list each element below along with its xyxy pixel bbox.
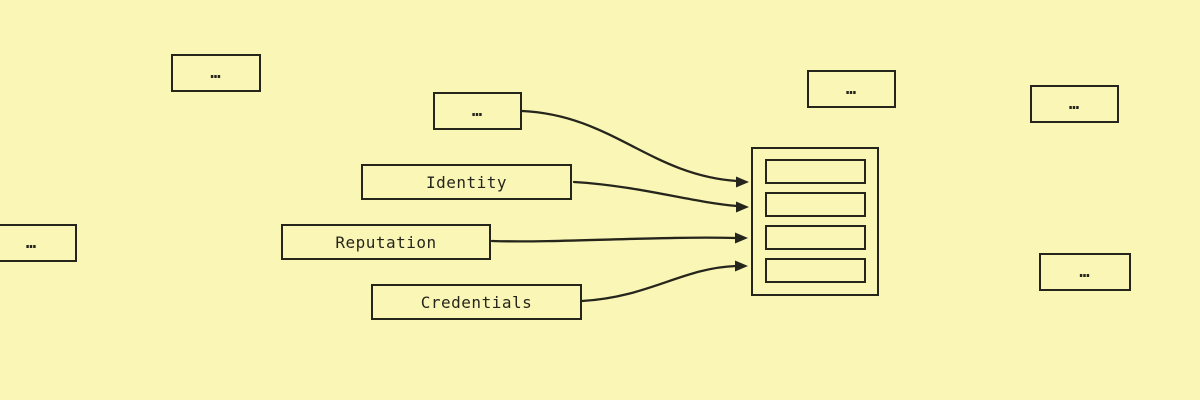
- aggregator-slot-2: [765, 192, 866, 217]
- node-ellipsis-bottom-right: …: [1039, 253, 1131, 291]
- arrowhead-icon: [735, 260, 748, 272]
- node-ellipsis-top-center: …: [807, 70, 896, 108]
- aggregator-slot-4: [765, 258, 866, 283]
- node-label: …: [1068, 94, 1081, 114]
- node-label: Credentials: [420, 292, 533, 312]
- node-label: …: [1079, 262, 1091, 282]
- node-credentials: Credentials: [371, 284, 582, 320]
- node-label: Reputation: [335, 232, 437, 252]
- node-reputation: Reputation: [281, 224, 491, 260]
- arrowhead-icon: [736, 201, 749, 213]
- arrow-ellipsis-to-slot1: [520, 109, 749, 188]
- node-label: Identity: [425, 172, 508, 192]
- arrow-credentials-to-slot4: [580, 260, 748, 303]
- arrowhead-icon: [736, 176, 749, 188]
- node-label: …: [845, 79, 858, 99]
- node-label: …: [25, 233, 38, 253]
- node-label: …: [210, 63, 222, 83]
- node-ellipsis-left-edge: …: [0, 224, 77, 262]
- aggregator-slot-3: [765, 225, 866, 250]
- node-ellipsis-top-left: …: [171, 54, 261, 92]
- node-ellipsis-top-right: …: [1030, 85, 1119, 123]
- aggregator-box: [751, 147, 879, 296]
- node-label: …: [471, 101, 484, 121]
- node-identity: Identity: [361, 164, 572, 200]
- aggregator-slot-1: [765, 159, 866, 184]
- arrow-identity-to-slot2: [572, 180, 749, 213]
- arrowhead-icon: [735, 232, 748, 244]
- node-ellipsis-source: …: [433, 92, 522, 130]
- arrow-reputation-to-slot3: [490, 232, 748, 244]
